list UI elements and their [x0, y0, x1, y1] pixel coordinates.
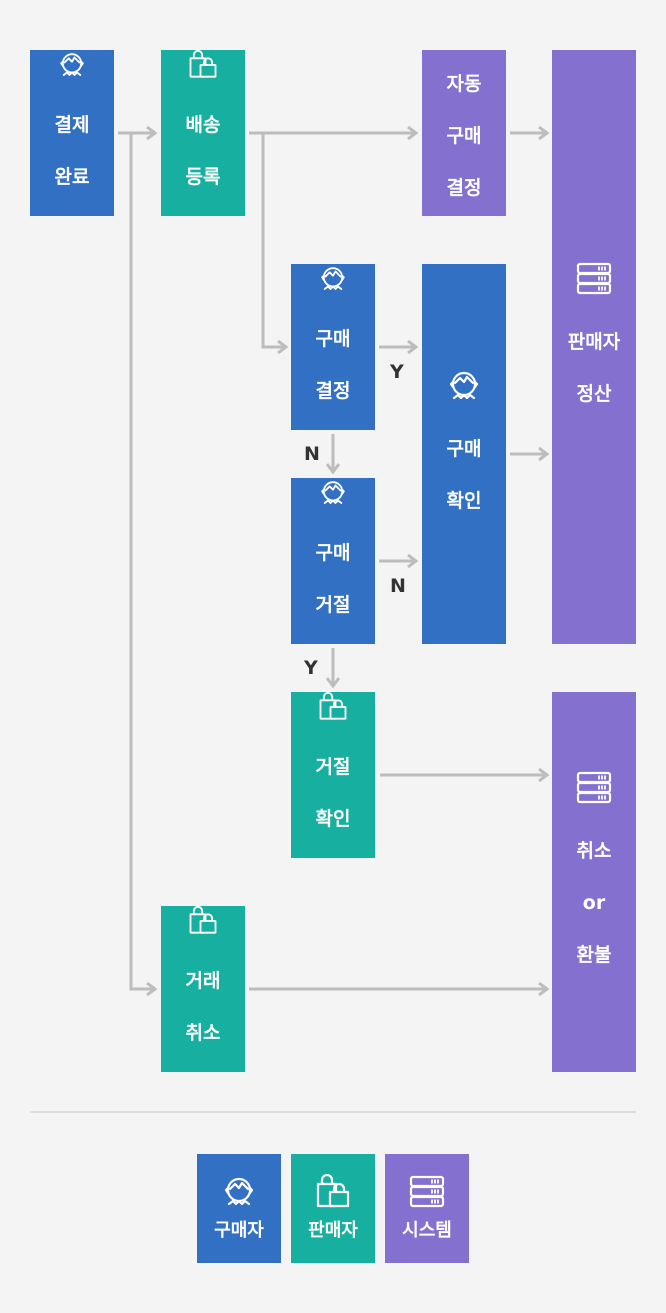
edge-label-decision-yes: Y — [390, 361, 404, 383]
node-payment-complete: 결제 완료 — [30, 50, 114, 216]
node-auto-purchase-decision: 자동 구매 결정 — [422, 50, 506, 216]
node-label: 취소 or 환불 — [576, 840, 612, 966]
node-label: 판매자 정산 — [567, 331, 621, 405]
shopping-bag-icon — [319, 692, 347, 720]
node-trade-cancel: 거래 취소 — [161, 906, 245, 1072]
node-cancel-refund: 취소 or 환불 — [552, 692, 636, 1072]
edge-label-reject-yes: Y — [304, 657, 318, 679]
edge-label-decision-no: N — [304, 443, 320, 465]
legend-buyer: 구매자 — [197, 1154, 281, 1263]
node-label: 배송 등록 — [185, 114, 221, 188]
node-label: 구매 확인 — [446, 438, 482, 512]
buyer-face-icon — [60, 53, 84, 76]
node-seller-settlement: 판매자 정산 — [552, 50, 636, 644]
node-purchase-decision: 구매 결정 — [291, 264, 375, 430]
buyer-face-icon — [224, 1177, 254, 1205]
buyer-face-icon — [449, 371, 479, 400]
legend-system-label: 시스템 — [402, 1219, 452, 1241]
server-icon — [576, 771, 612, 804]
node-purchase-confirm: 구매 확인 — [422, 264, 506, 644]
server-icon — [576, 262, 612, 295]
shopping-bag-icon — [189, 906, 217, 934]
edge-label-reject-no: N — [390, 575, 406, 597]
buyer-face-icon — [321, 267, 345, 290]
legend-seller-label: 판매자 — [308, 1219, 358, 1241]
server-icon — [409, 1175, 445, 1207]
edge-shipping-to-purchase-decision — [261, 133, 286, 347]
shopping-bag-icon — [189, 50, 217, 78]
node-label: 구매 거절 — [315, 542, 351, 616]
buyer-face-icon — [321, 481, 345, 504]
node-label: 거래 취소 — [185, 970, 221, 1044]
node-reject-confirm: 거절 확인 — [291, 692, 375, 858]
legend-system: 시스템 — [385, 1154, 469, 1263]
node-label: 구매 결정 — [315, 328, 351, 402]
legend-seller: 판매자 — [291, 1154, 375, 1263]
node-label: 자동 구매 결정 — [446, 73, 482, 199]
node-purchase-reject: 구매 거절 — [291, 478, 375, 644]
edge-payment-to-trade-cancel — [129, 133, 155, 989]
node-shipping-register: 배송 등록 — [161, 50, 245, 216]
shopping-bag-icon — [316, 1173, 350, 1207]
legend-divider — [30, 1111, 636, 1113]
legend-buyer-label: 구매자 — [214, 1219, 264, 1241]
node-label: 결제 완료 — [54, 114, 90, 188]
node-label: 거절 확인 — [315, 756, 351, 830]
